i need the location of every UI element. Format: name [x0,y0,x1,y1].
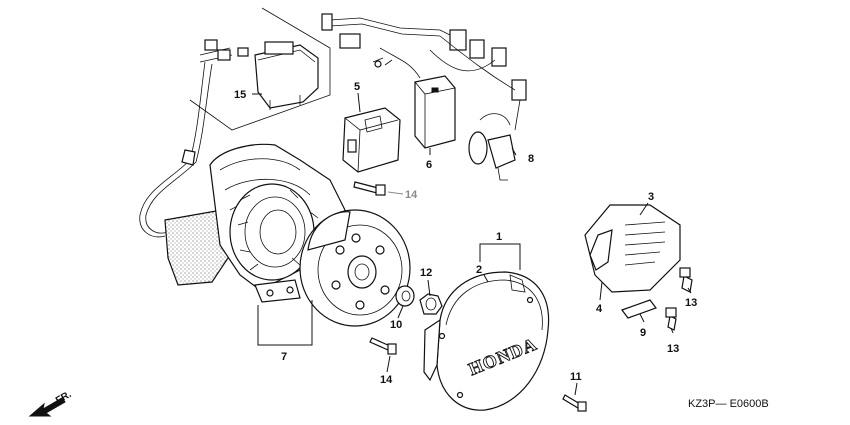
bolt-14-lower [369,337,397,355]
harness-plugs [321,13,527,101]
leader-lines [252,92,692,396]
callout-11: 11 [570,371,582,383]
callout-7: 7 [281,351,287,363]
wire-harness [139,61,213,238]
callout-15: 15 [234,89,246,101]
wire-plug-upper-left [199,39,249,63]
nut-12 [419,293,443,315]
bolt-11 [562,394,587,412]
callout-1: 1 [496,231,502,243]
callout-6: 6 [426,159,432,171]
bolt-14-upper [353,181,386,196]
callout-10: 10 [390,319,402,331]
condenser-8 [468,99,521,181]
washer-10 [395,285,415,307]
diagram-code: KZ3P— E0600B [688,398,769,410]
bolt-13-upper [679,267,693,293]
flywheel [299,209,411,327]
callout-14-upper: 14 [405,189,418,201]
connector-plug-15 [254,41,319,110]
callout-13-upper: 13 [685,297,697,309]
callout-9: 9 [640,327,646,339]
callout-13-lower: 13 [667,343,679,355]
sprocket-cover-3 [584,204,681,293]
callout-12: 12 [420,267,432,279]
cdi-unit-6 [414,75,456,149]
front-direction-label: FR. [54,389,74,407]
callout-3: 3 [648,191,654,203]
front-direction-arrow [28,397,66,417]
callout-8: 8 [528,153,534,165]
bolt-13-lower [665,307,677,331]
callout-2: 2 [476,264,482,276]
plate-9 [621,299,657,319]
inset-frame [189,7,331,131]
callout-14-lower: 14 [380,374,393,386]
left-crankcase-cover [423,271,550,411]
callout-4: 4 [596,303,603,315]
callout-5: 5 [354,81,360,93]
regulator-rectifier-5 [342,107,401,173]
